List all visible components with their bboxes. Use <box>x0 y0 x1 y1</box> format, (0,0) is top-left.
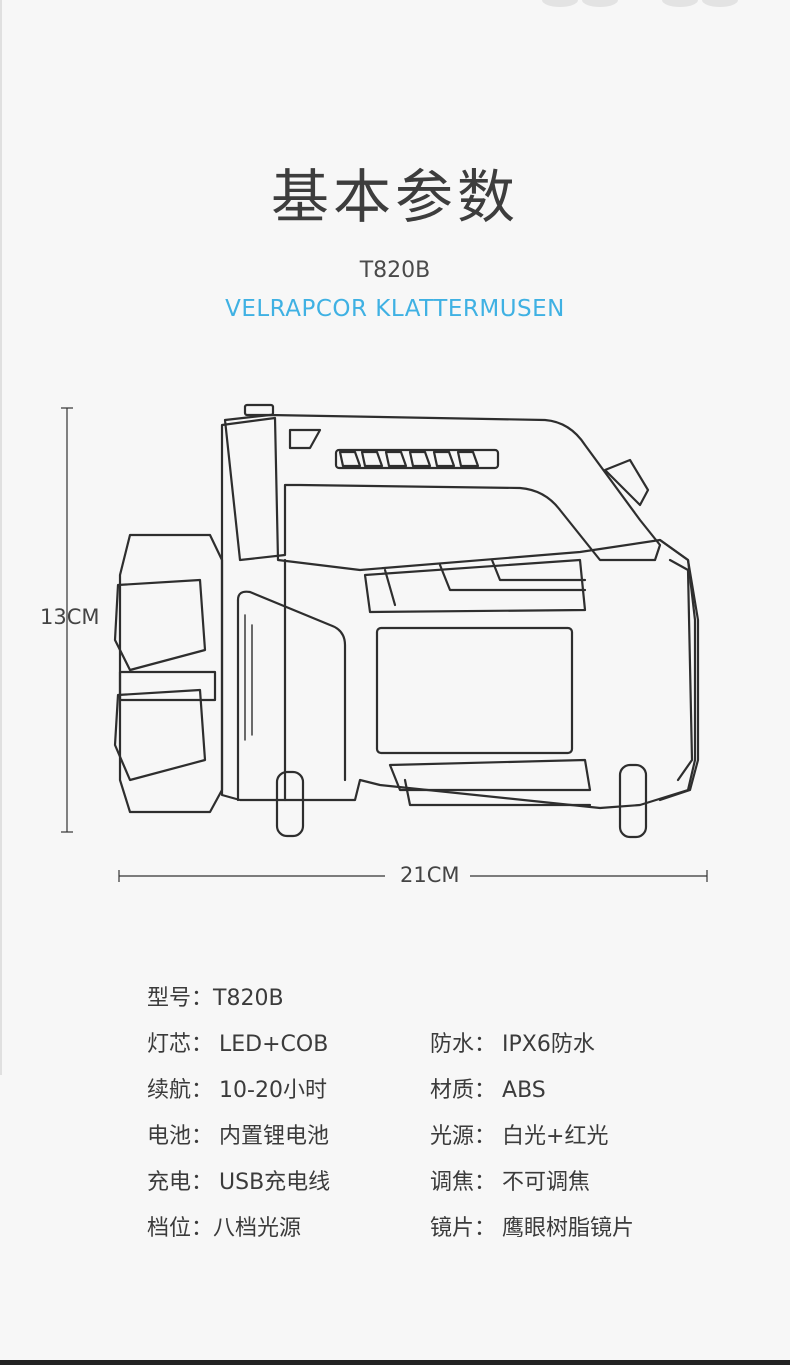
spec-material: 材质：ABS <box>430 1072 546 1104</box>
dimensions: 13CM 21CM <box>0 400 790 900</box>
spec-focus: 调焦：不可调焦 <box>430 1164 590 1196</box>
edge-shadow <box>0 0 2 1075</box>
spec-runtime: 续航：10-20小时 <box>147 1072 327 1104</box>
spec-waterproof: 防水：IPX6防水 <box>430 1026 595 1058</box>
spec-key: 电池： <box>147 1124 214 1149</box>
spec-value: 不可调焦 <box>502 1170 591 1195</box>
spec-bulb: 灯芯：LED+COB <box>147 1026 328 1058</box>
page-title: 基本参数 <box>270 163 519 231</box>
top-decoration <box>542 0 738 7</box>
spec-value: ABS <box>502 1078 546 1103</box>
spec-value: 鹰眼树脂镜片 <box>502 1216 635 1241</box>
spec-value: 八档光源 <box>213 1216 302 1241</box>
spec-battery: 电池：内置锂电池 <box>147 1118 329 1150</box>
spec-key: 档位： <box>147 1216 214 1241</box>
brand-name: VELRAPCOR KLATTERMUSEN <box>225 296 565 322</box>
spec-value: USB充电线 <box>219 1170 331 1195</box>
model-subtitle: T820B <box>359 258 431 283</box>
spec-modes: 档位：八档光源 <box>147 1210 301 1242</box>
bottom-border <box>0 1360 790 1365</box>
spec-key: 材质： <box>430 1078 497 1103</box>
spec-key: 光源： <box>430 1124 497 1149</box>
width-label: 21CM <box>400 863 460 887</box>
spec-key: 防水： <box>430 1032 497 1057</box>
spec-key: 调焦： <box>430 1170 497 1195</box>
spec-key: 续航： <box>147 1078 214 1103</box>
height-label: 13CM <box>40 605 100 629</box>
spec-value: T820B <box>213 986 284 1011</box>
spec-value: 10-20小时 <box>219 1078 327 1103</box>
flashlight-illustration <box>113 403 700 839</box>
spec-model: 型号：T820B <box>147 980 284 1012</box>
spec-key: 充电： <box>147 1170 214 1195</box>
dimension-lines <box>61 407 708 882</box>
spec-key: 灯芯： <box>147 1032 214 1057</box>
spec-value: IPX6防水 <box>502 1032 595 1057</box>
spec-charging: 充电：USB充电线 <box>147 1164 330 1196</box>
spec-key: 型号： <box>147 986 214 1011</box>
spec-value: 白光+红光 <box>502 1124 609 1149</box>
spec-light-source: 光源：白光+红光 <box>430 1118 608 1150</box>
spec-value: LED+COB <box>219 1032 329 1057</box>
spec-key: 镜片： <box>430 1216 497 1241</box>
spec-value: 内置锂电池 <box>219 1124 330 1149</box>
spec-lens: 镜片：鹰眼树脂镜片 <box>430 1210 634 1242</box>
